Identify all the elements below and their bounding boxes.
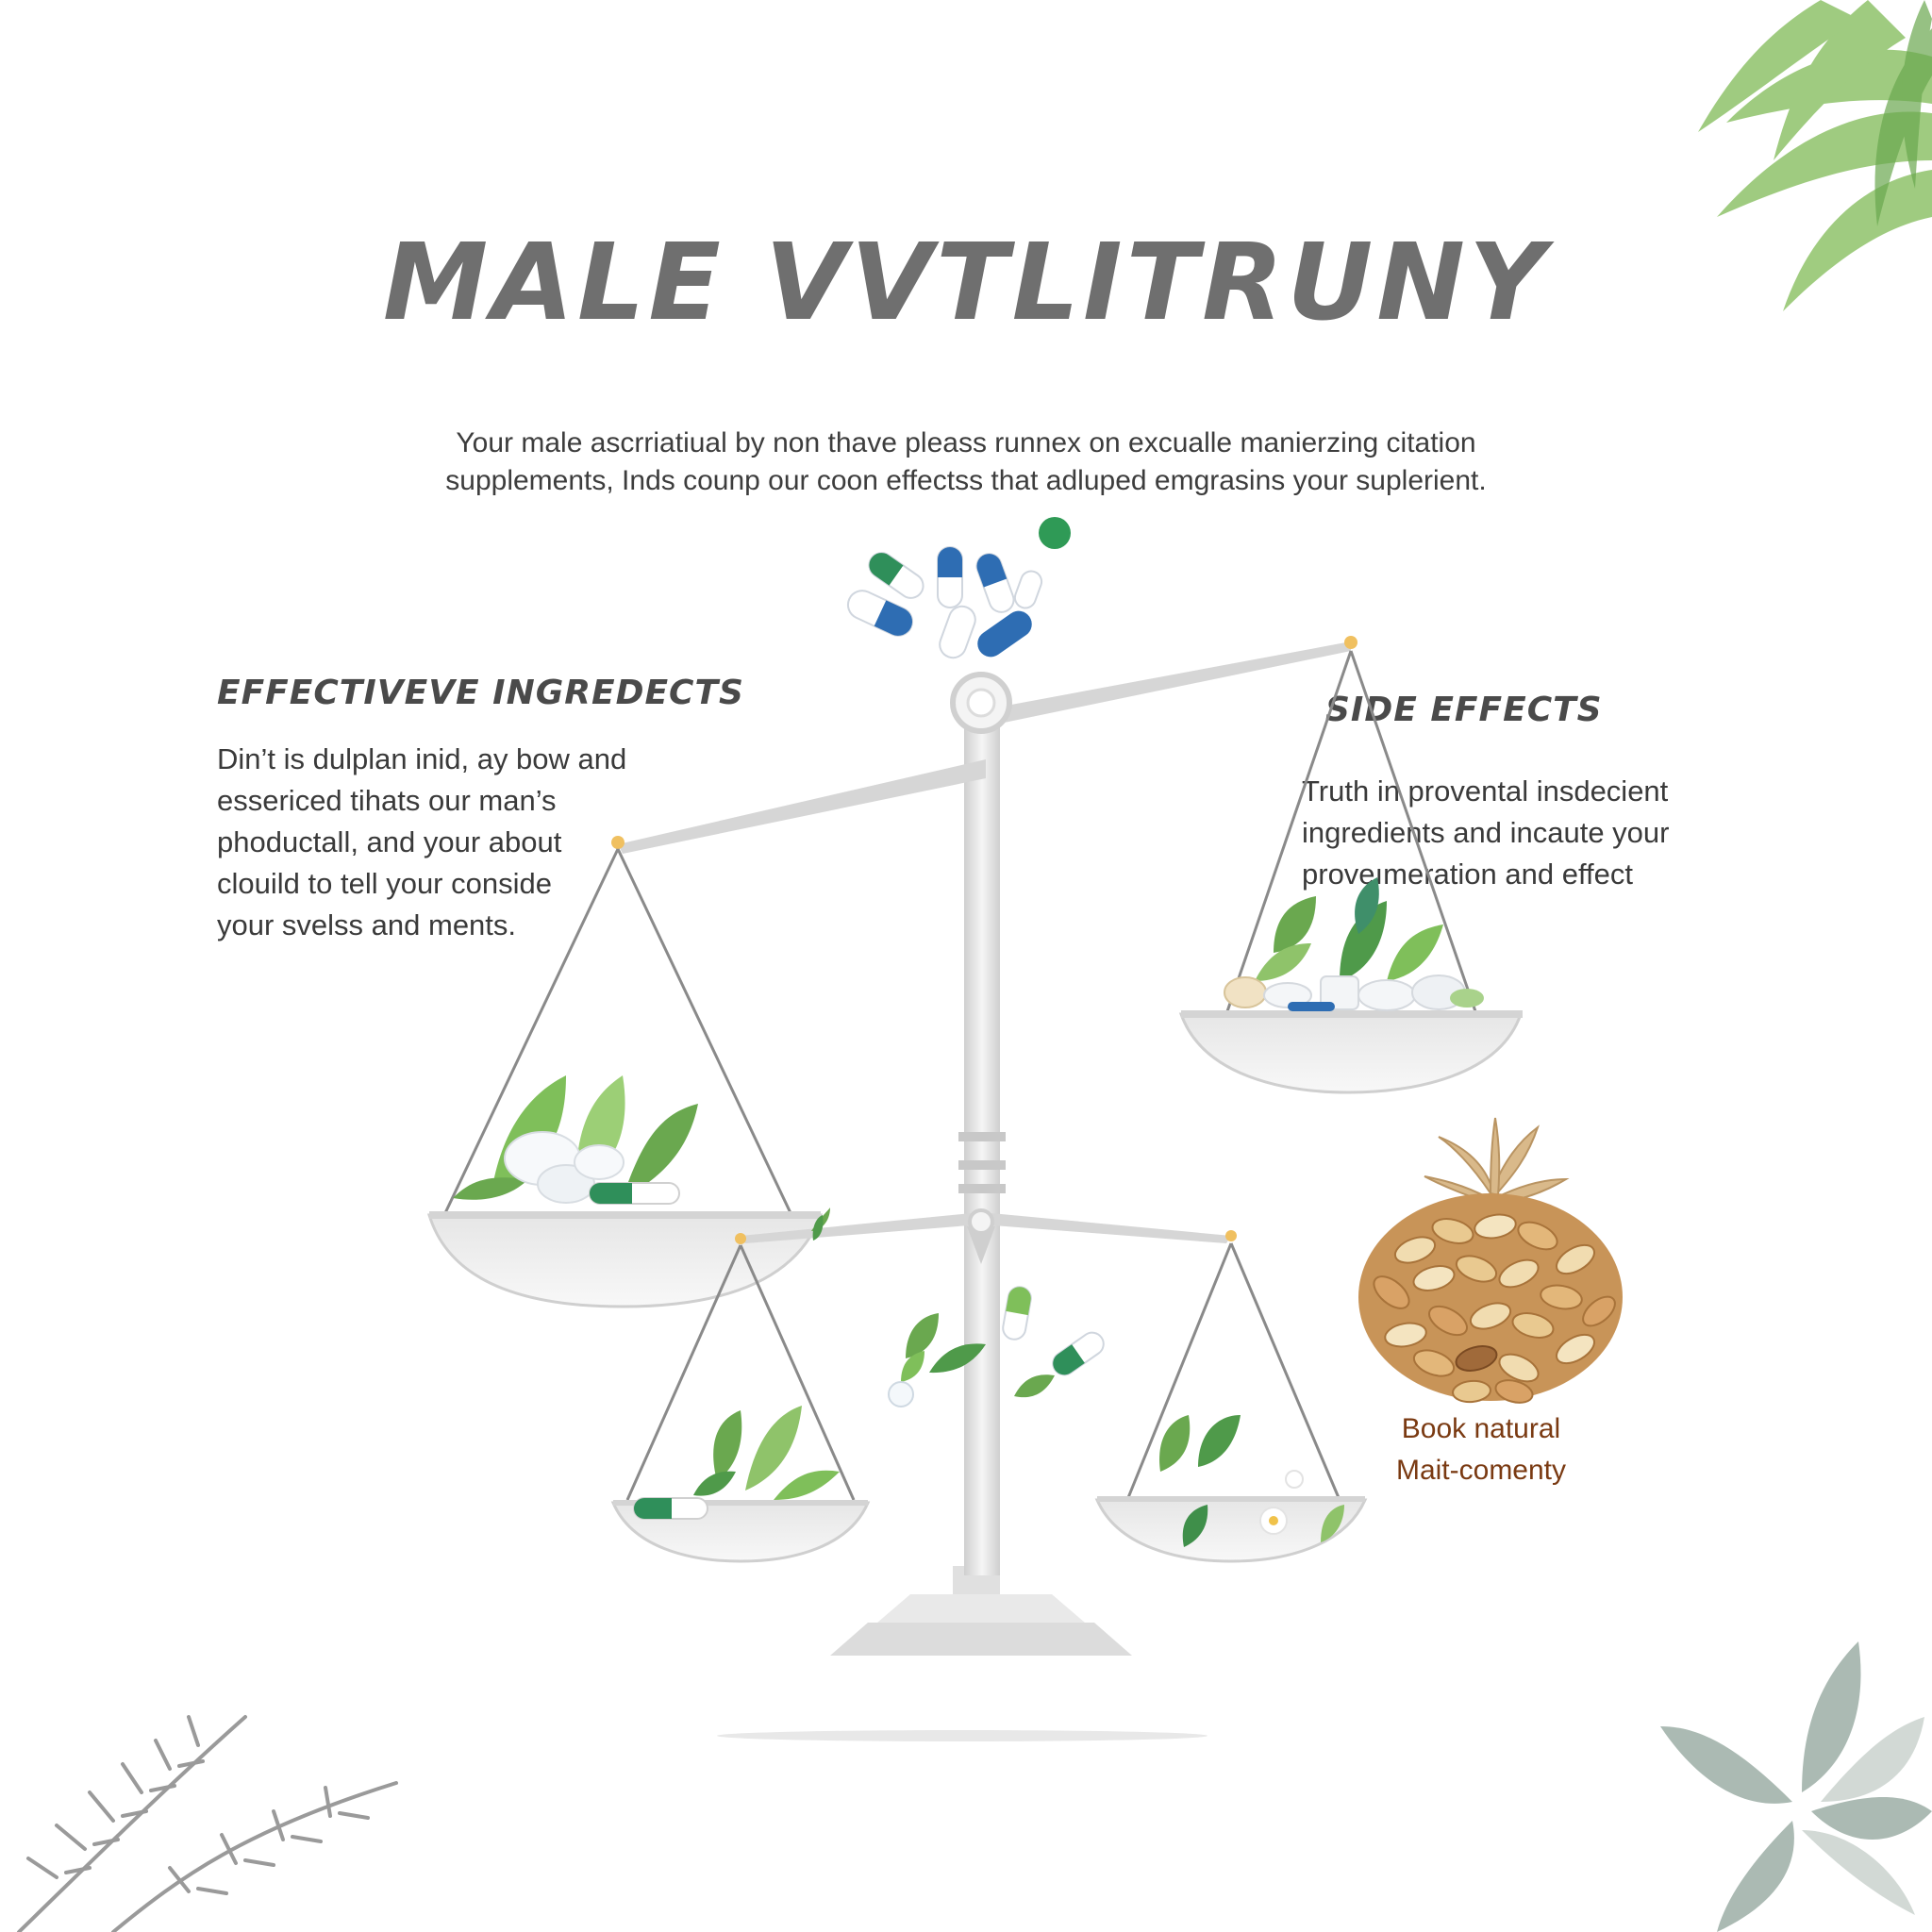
capsule-icon: [1013, 570, 1043, 609]
capsule-icon: [975, 553, 1015, 613]
daisy-icon: [1259, 1470, 1304, 1535]
floating-leaves: [811, 1208, 1105, 1407]
text-line: Truth in provental insdecient: [1302, 774, 1669, 808]
upper-beam: [618, 759, 986, 854]
text-line: essericed tihats our man’s: [217, 784, 557, 817]
text-line: proveımeration and effect: [1302, 858, 1633, 891]
text-line: phoductall, and your about: [217, 825, 562, 858]
text-line: your svelss and ments.: [217, 908, 517, 941]
upper-right-pan: [1224, 650, 1478, 1015]
capsule-icon: [868, 552, 924, 599]
capsule-icon: [939, 605, 976, 659]
caption-line: Book natural: [1401, 1413, 1561, 1444]
top-right-leaves-illustration: [1698, 0, 1932, 311]
upper-left-pan: [441, 848, 794, 1218]
green-pill: [1039, 517, 1071, 549]
white-pill: [574, 1144, 625, 1180]
page-title: MALE VVTLITRUNY: [382, 222, 1550, 344]
intro-line: Your male ascrriatiual by non thave plea…: [456, 427, 1476, 458]
text-line: ingredients and incaute your: [1302, 816, 1670, 849]
lower-right-pan: [1125, 1242, 1341, 1501]
scale-base: [830, 1623, 1132, 1656]
leaf-cluster-icon: [693, 1406, 840, 1500]
white-pill: [888, 1381, 914, 1407]
leaf-cluster-icon: [1255, 877, 1443, 981]
capsule-icon: [633, 1497, 708, 1520]
scale-pole: [964, 717, 1000, 1575]
leaf-cluster-icon: [1159, 1415, 1344, 1547]
effective-ingredients-heading: EFFECTIVEVE INGREDECTS: [217, 674, 744, 712]
intro-line: supplements, Inds counp our coon effects…: [445, 465, 1487, 496]
side-effects-text: Truth in provental insdecient ingredient…: [1302, 771, 1774, 895]
capsule-icon: [1002, 1286, 1032, 1341]
lower-pivot: [968, 1208, 994, 1235]
capsule-icon: [1052, 1331, 1105, 1376]
effective-ingredients-text: Din’t is dulplan inid, ay bow and esseri…: [217, 739, 660, 946]
capsule-icon: [937, 546, 963, 608]
bottom-right-leaves-illustration: [1660, 1641, 1932, 1932]
caption-line: Mait-comenty: [1395, 1455, 1567, 1486]
intro-paragraph: Your male ascrriatiual by non thave plea…: [400, 425, 1532, 500]
floating-capsules: [846, 517, 1071, 659]
capsule-icon: [977, 610, 1032, 658]
lower-left-pan: [625, 1244, 856, 1501]
capsule-icon: [846, 590, 914, 637]
nut-bundle-caption: Book natural Mait-comenty: [1358, 1408, 1604, 1491]
bottom-left-fern-illustration: [17, 1715, 398, 1932]
text-line: clouild to tell your conside: [217, 867, 552, 900]
capsule-icon: [589, 1182, 680, 1205]
text-line: Din’t is dulplan inid, ay bow and: [217, 742, 627, 775]
floor-shadow: [717, 1730, 1208, 1741]
nut-bundle-icon: [1358, 1117, 1623, 1404]
